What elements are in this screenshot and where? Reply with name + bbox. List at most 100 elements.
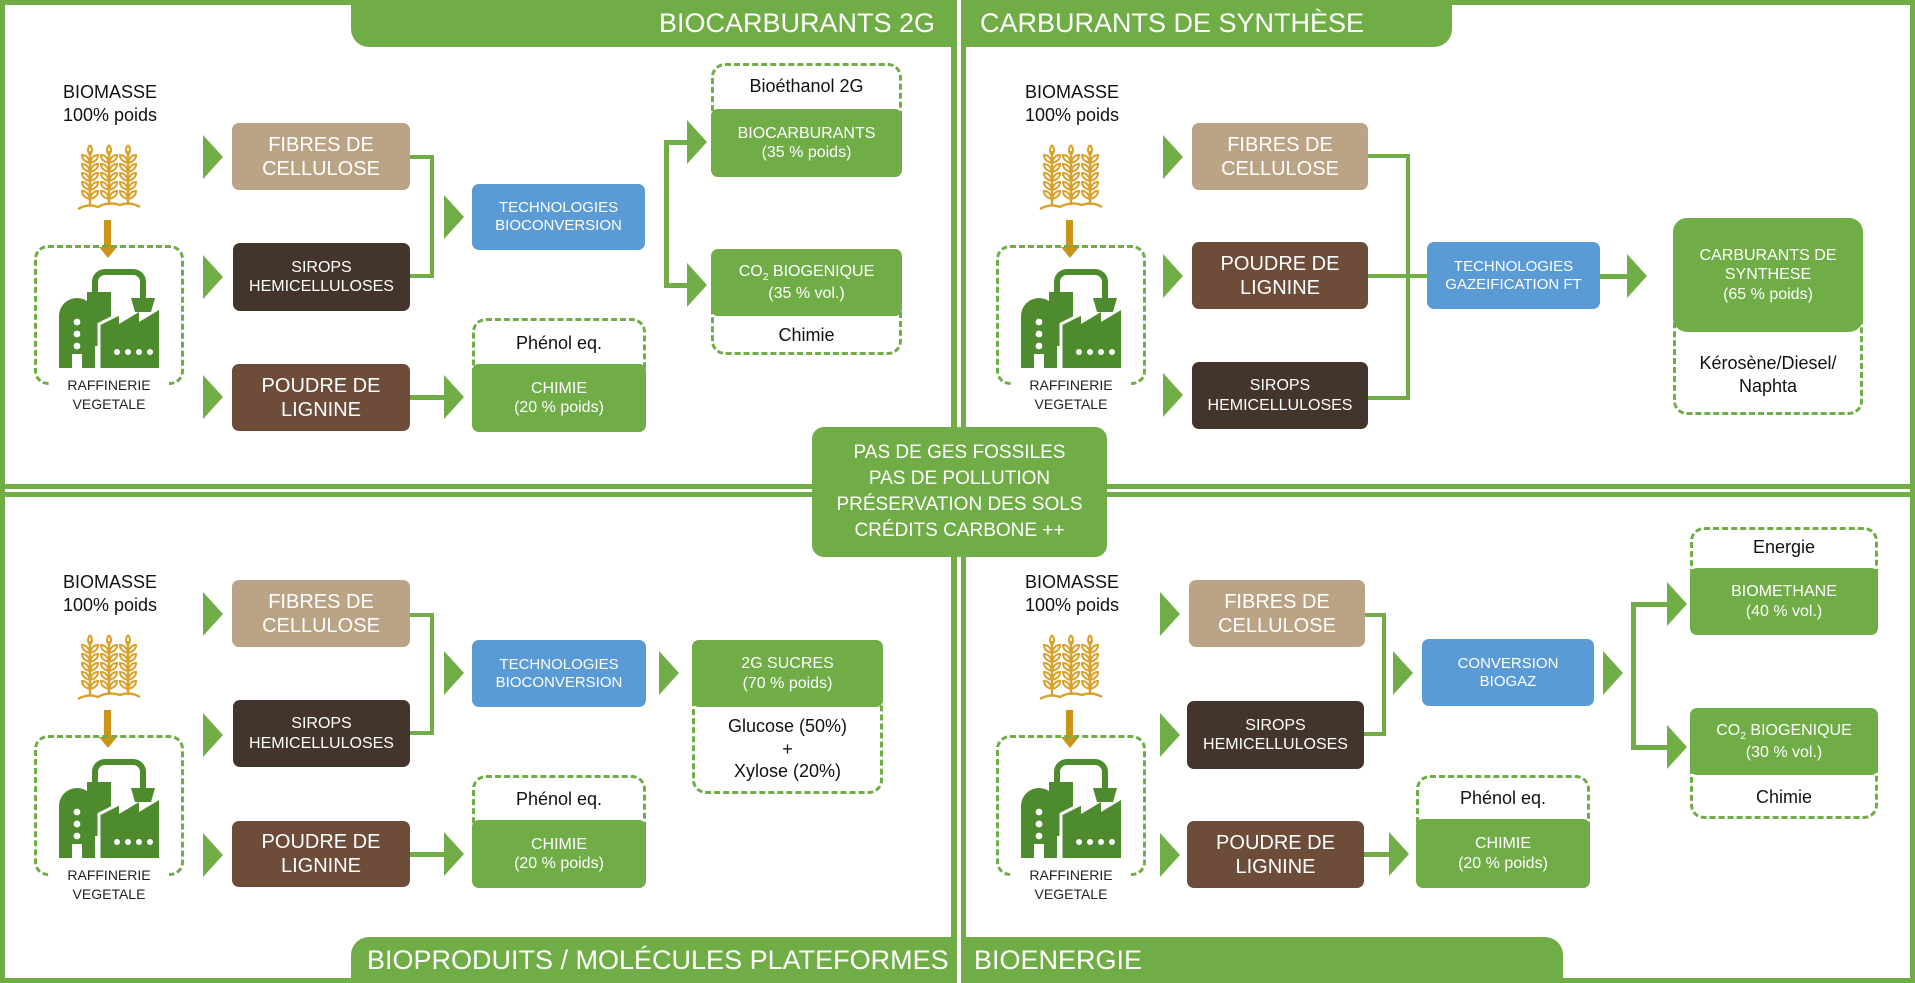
arrow-to-co2	[687, 263, 707, 307]
bracket-bottom	[410, 731, 434, 735]
title-bioproduits: BIOPRODUITS / MOLÉCULES PLATEFORMES	[351, 937, 951, 983]
chimie-label: Chimie	[1755, 787, 1812, 807]
energie-label: Energie	[1752, 537, 1816, 557]
sucres-box: 2G SUCRES(70 % poids)	[692, 640, 883, 707]
benefit-line: PAS DE GES FOSSILES	[853, 441, 1066, 463]
box-text: +	[782, 738, 793, 759]
box-text: (35 % vol.)	[768, 285, 845, 303]
box-text: (20 % poids)	[514, 399, 604, 416]
box-text: (65 % poids)	[1723, 285, 1813, 303]
raffinerie-line2: VEGETALE	[72, 395, 146, 412]
box-text: POUDRE DE	[1216, 831, 1335, 854]
wheat-icon	[1039, 634, 1103, 701]
phenol-label: Phénol eq.	[515, 789, 603, 809]
box-text: (30 % vol.)	[1745, 744, 1823, 762]
bracket-bottom	[1368, 396, 1410, 400]
sucres-composition: Glucose (50%) + Xylose (20%)	[692, 715, 883, 783]
box-text: (40 % vol.)	[1745, 602, 1823, 620]
arrow-poudre	[203, 833, 223, 877]
title-text: BIOCARBURANTS 2G	[658, 8, 935, 38]
arrow-from-conversion	[1603, 651, 1623, 695]
bracket-vertical	[430, 613, 434, 735]
box-text: SIROPS	[1249, 377, 1311, 395]
wheat-icon	[77, 634, 141, 701]
box-text: (70 % poids)	[742, 674, 833, 692]
arrow-poudre	[1160, 833, 1180, 877]
title-biocarburants-2g: BIOCARBURANTS 2G	[351, 0, 951, 47]
bioethanol-label: Bioéthanol 2G	[749, 76, 864, 96]
gold-arrow-head	[1061, 247, 1079, 258]
box-text: BIOGENIQUE	[1745, 721, 1852, 739]
box-text: CELLULOSE	[1218, 614, 1336, 637]
chimie-box: CHIMIE(20 % poids)	[472, 820, 646, 888]
box-text: BIOMETHANE	[1731, 583, 1837, 601]
box-text: LIGNINE	[1239, 276, 1321, 299]
gold-arrow-head	[99, 247, 117, 258]
box-text: FIBRES DE	[268, 133, 374, 156]
box-text: 2	[762, 271, 769, 283]
box-text: 100% poids	[1024, 594, 1120, 615]
raffinerie-line1: RAFFINERIE	[67, 377, 151, 393]
box-text: FIBRES DE	[268, 590, 374, 613]
tech-to-output-line	[1600, 274, 1628, 279]
bracket-middle	[1368, 274, 1428, 278]
arrow-to-sucres	[659, 651, 679, 695]
kerosene-label: Kérosène/Diesel/Naphta	[1673, 352, 1863, 397]
box-text: VEGETALE	[1034, 395, 1108, 412]
box-text: HEMICELLULOSES	[249, 734, 394, 752]
box-text: CHIMIE	[531, 379, 587, 397]
refinery-icon	[1021, 759, 1121, 858]
box-text: VEGETALE	[1034, 885, 1108, 902]
box-text: HEMICELLULOSES	[1203, 736, 1348, 753]
gold-arrow-stem	[104, 220, 111, 248]
bracket-vertical	[1382, 613, 1386, 736]
box-text: CELLULOSE	[1221, 157, 1339, 180]
box-text: TECHNOLOGIES	[1453, 257, 1574, 275]
branch-vertical	[1631, 602, 1636, 750]
box-text: Xylose (20%)	[733, 761, 842, 781]
bracket-bottom	[1364, 732, 1386, 736]
box-text: CHIMIE	[1475, 835, 1531, 853]
chimie-label: Chimie	[778, 325, 835, 345]
box-text: FIBRES DE	[1224, 590, 1330, 613]
arrow-poudre	[1163, 254, 1183, 298]
box-text: BIOGAZ	[1479, 672, 1537, 690]
box-text: POUDRE DE	[1220, 252, 1340, 275]
box-text: CARBURANTS DE	[1699, 247, 1837, 265]
benefit-line: CRÉDITS CARBONE ++	[854, 520, 1065, 542]
biomasse-title: BIOMASSE	[62, 82, 158, 102]
box-text: RAFFINERIE	[67, 867, 151, 883]
biocarburants-box: BIOCARBURANTS(35 % poids)	[711, 109, 902, 177]
refinery-icon	[1021, 269, 1121, 368]
benefits-center-box: PAS DE GES FOSSILES PAS DE POLLUTION PRÉ…	[812, 427, 1107, 557]
raffinerie-label: RAFFINERIE VEGETALE	[1011, 376, 1131, 414]
branch-vertical	[664, 140, 669, 288]
arrow-to-tech	[444, 651, 464, 695]
box-text: BIOMASSE	[62, 572, 158, 592]
box-text: POUDRE DE	[261, 831, 381, 853]
box-text: 2G SUCRES	[741, 655, 834, 673]
arrow-sirops	[203, 255, 223, 299]
arrow-fibres	[203, 592, 223, 636]
box-text: TECHNOLOGIES	[499, 655, 619, 673]
box-text: BIOCONVERSION	[495, 673, 623, 691]
title-carburants-synthese: CARBURANTS DE SYNTHÈSE	[966, 0, 1452, 47]
box-text: BIOCONVERSION	[495, 217, 622, 234]
box-text: RAFFINERIE	[1029, 377, 1113, 393]
box-text: CONVERSION	[1457, 654, 1559, 672]
box-text: CO	[738, 262, 763, 280]
box-text: BIOMASSE	[1024, 572, 1120, 592]
arrow-to-biomethane	[1667, 582, 1687, 626]
